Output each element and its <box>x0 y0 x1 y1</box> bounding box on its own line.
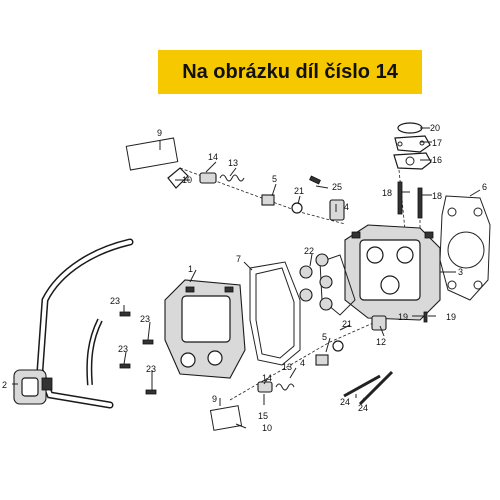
callout-22: 22 <box>304 246 314 256</box>
lower-assembly <box>209 311 428 431</box>
part-6-head-gasket <box>439 195 491 301</box>
callout-14-lower: 14 <box>262 373 272 383</box>
callout-5-upper: 5 <box>272 174 277 184</box>
callout-4-upper: 4 <box>344 202 349 212</box>
parts-23-bolts <box>119 311 157 395</box>
callout-19-left: 19 <box>398 312 408 322</box>
callout-21-upper: 21 <box>294 186 304 196</box>
callout-13-upper: 13 <box>228 158 238 168</box>
callout-20: 20 <box>430 123 440 133</box>
parts-18-studs <box>397 181 423 219</box>
callout-3: 3 <box>458 267 463 277</box>
callout-24-right: 24 <box>358 403 368 413</box>
callout-18-right: 18 <box>432 191 442 201</box>
callout-6: 6 <box>482 182 487 192</box>
callout-10-upper: 10 <box>182 175 192 185</box>
callout-9-lower: 9 <box>212 394 217 404</box>
callout-5-lower: 5 <box>322 332 327 342</box>
callout-13-lower: 13 <box>282 362 292 372</box>
part-7-gasket <box>249 261 301 366</box>
part-3-cylinder-head <box>344 224 441 321</box>
callout-23-a: 23 <box>110 296 120 306</box>
callout-21-lower: 21 <box>342 319 352 329</box>
callout-15: 15 <box>258 411 268 421</box>
callout-14-upper: 14 <box>208 152 218 162</box>
callout-9-upper: 9 <box>157 128 162 138</box>
callout-18-left: 18 <box>382 188 392 198</box>
oil-pipe <box>36 238 134 409</box>
part-number-banner: Na obrázku díl číslo 14 <box>158 50 422 94</box>
upper-assembly <box>125 137 345 221</box>
callout-23-c: 23 <box>118 344 128 354</box>
callout-7: 7 <box>236 254 241 264</box>
callout-19-right: 19 <box>446 312 456 322</box>
callout-17: 17 <box>432 138 442 148</box>
callout-12: 12 <box>376 337 386 347</box>
parts-24-bolts <box>343 370 394 406</box>
callout-10-lower: 10 <box>262 423 272 433</box>
callout-16: 16 <box>432 155 442 165</box>
leader-lines <box>12 127 481 429</box>
part-1-head-cover <box>164 279 246 379</box>
callout-25: 25 <box>332 182 342 192</box>
callout-labels: 9 10 14 13 5 21 25 4 20 17 16 18 18 6 3 … <box>2 123 487 433</box>
part-3-side-gasket <box>319 254 356 316</box>
part-2-housing <box>13 369 53 405</box>
callout-24-left: 24 <box>340 397 350 407</box>
callout-23-d: 23 <box>146 364 156 374</box>
callout-4-lower: 4 <box>300 358 305 368</box>
parts-22-nuts <box>299 253 333 311</box>
callout-23-b: 23 <box>140 314 150 324</box>
callout-1: 1 <box>188 264 193 274</box>
parts-16-17-20-flange <box>393 122 432 170</box>
callout-2: 2 <box>2 380 7 390</box>
